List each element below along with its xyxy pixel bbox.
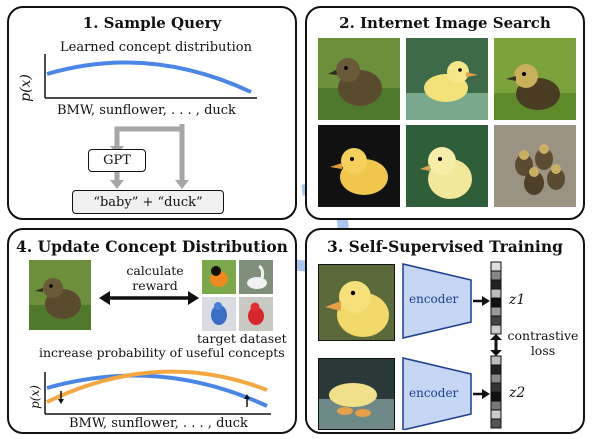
- encoder-2-label: encoder: [409, 386, 459, 400]
- training-diagram: [402, 261, 502, 430]
- embedding-vector-z2: [490, 355, 502, 429]
- distribution-plot: [44, 54, 257, 99]
- embedding-vector-z1: [490, 261, 502, 335]
- encoder-1-label: encoder: [409, 292, 459, 306]
- contrastive-up-arrow-icon: [490, 334, 502, 340]
- old-distribution-curve: [46, 373, 268, 408]
- duckling-image-4: [318, 125, 400, 207]
- increase-probability-label: increase probability of useful concepts: [39, 345, 285, 360]
- duckling-image-1: [318, 38, 400, 120]
- swan-image: [239, 260, 273, 294]
- gpt-box: GPT: [88, 149, 146, 172]
- distribution-curve: [46, 60, 252, 94]
- x-axis-label: BMW, sunflower, . . . , duck: [57, 103, 236, 118]
- query-label: “baby” + “duck”: [93, 194, 203, 210]
- panel-title: 4. Update Concept Distribution: [16, 237, 288, 256]
- z2-label: z2: [509, 385, 526, 401]
- duckling-image-5: [406, 125, 488, 207]
- flow-arrows: [110, 124, 189, 189]
- new-distribution-curve: [46, 369, 268, 404]
- z1-label: z1: [509, 292, 526, 308]
- arrow-to-z1-icon: [482, 296, 490, 306]
- duckling-image-2: [406, 38, 488, 120]
- bluejay-image: [202, 297, 236, 331]
- panel-internet-image-search: 2. Internet Image Search: [305, 6, 585, 220]
- panel-title: 2. Internet Image Search: [339, 14, 551, 32]
- encoder-2-shape: [402, 357, 472, 430]
- panel-title: 1. Sample Query: [82, 14, 222, 32]
- encoder-1-shape: [402, 263, 472, 339]
- target-dataset-label: target dataset: [197, 331, 287, 346]
- reward-label: calculate reward: [126, 263, 184, 293]
- duckling-image-3: [494, 38, 576, 120]
- curve-label: Learned concept distribution: [60, 40, 252, 55]
- panel-self-supervised-training: 3. Self-Supervised Training: [305, 228, 585, 434]
- down-arrow-icon: [58, 399, 64, 404]
- panel-title: 3. Self-Supervised Training: [327, 237, 563, 256]
- query-box: “baby” + “duck”: [72, 190, 224, 214]
- gpt-label: GPT: [103, 153, 131, 168]
- query-duckling-image: [29, 260, 91, 330]
- cardinal-image: [239, 297, 273, 331]
- arrow-to-z2-icon: [482, 389, 490, 399]
- contrastive-loss-label: contrastive loss: [507, 328, 579, 358]
- panel-update-concept-distribution: 4. Update Concept Distribution calculate…: [7, 228, 297, 434]
- reward-arrow: [99, 291, 199, 305]
- augmented-view-2: [318, 358, 395, 430]
- up-arrow-icon: [244, 394, 250, 399]
- contrastive-down-arrow-icon: [490, 350, 502, 356]
- augmented-view-1: [318, 264, 395, 341]
- duckling-image-6: [494, 125, 576, 207]
- oriole-image: [202, 260, 236, 294]
- updated-distribution-plot: [44, 369, 271, 415]
- panel-sample-query: 1. Sample Query Learned concept distribu…: [7, 6, 297, 220]
- x-axis-label: BMW, sunflower, . . . , duck: [69, 416, 248, 431]
